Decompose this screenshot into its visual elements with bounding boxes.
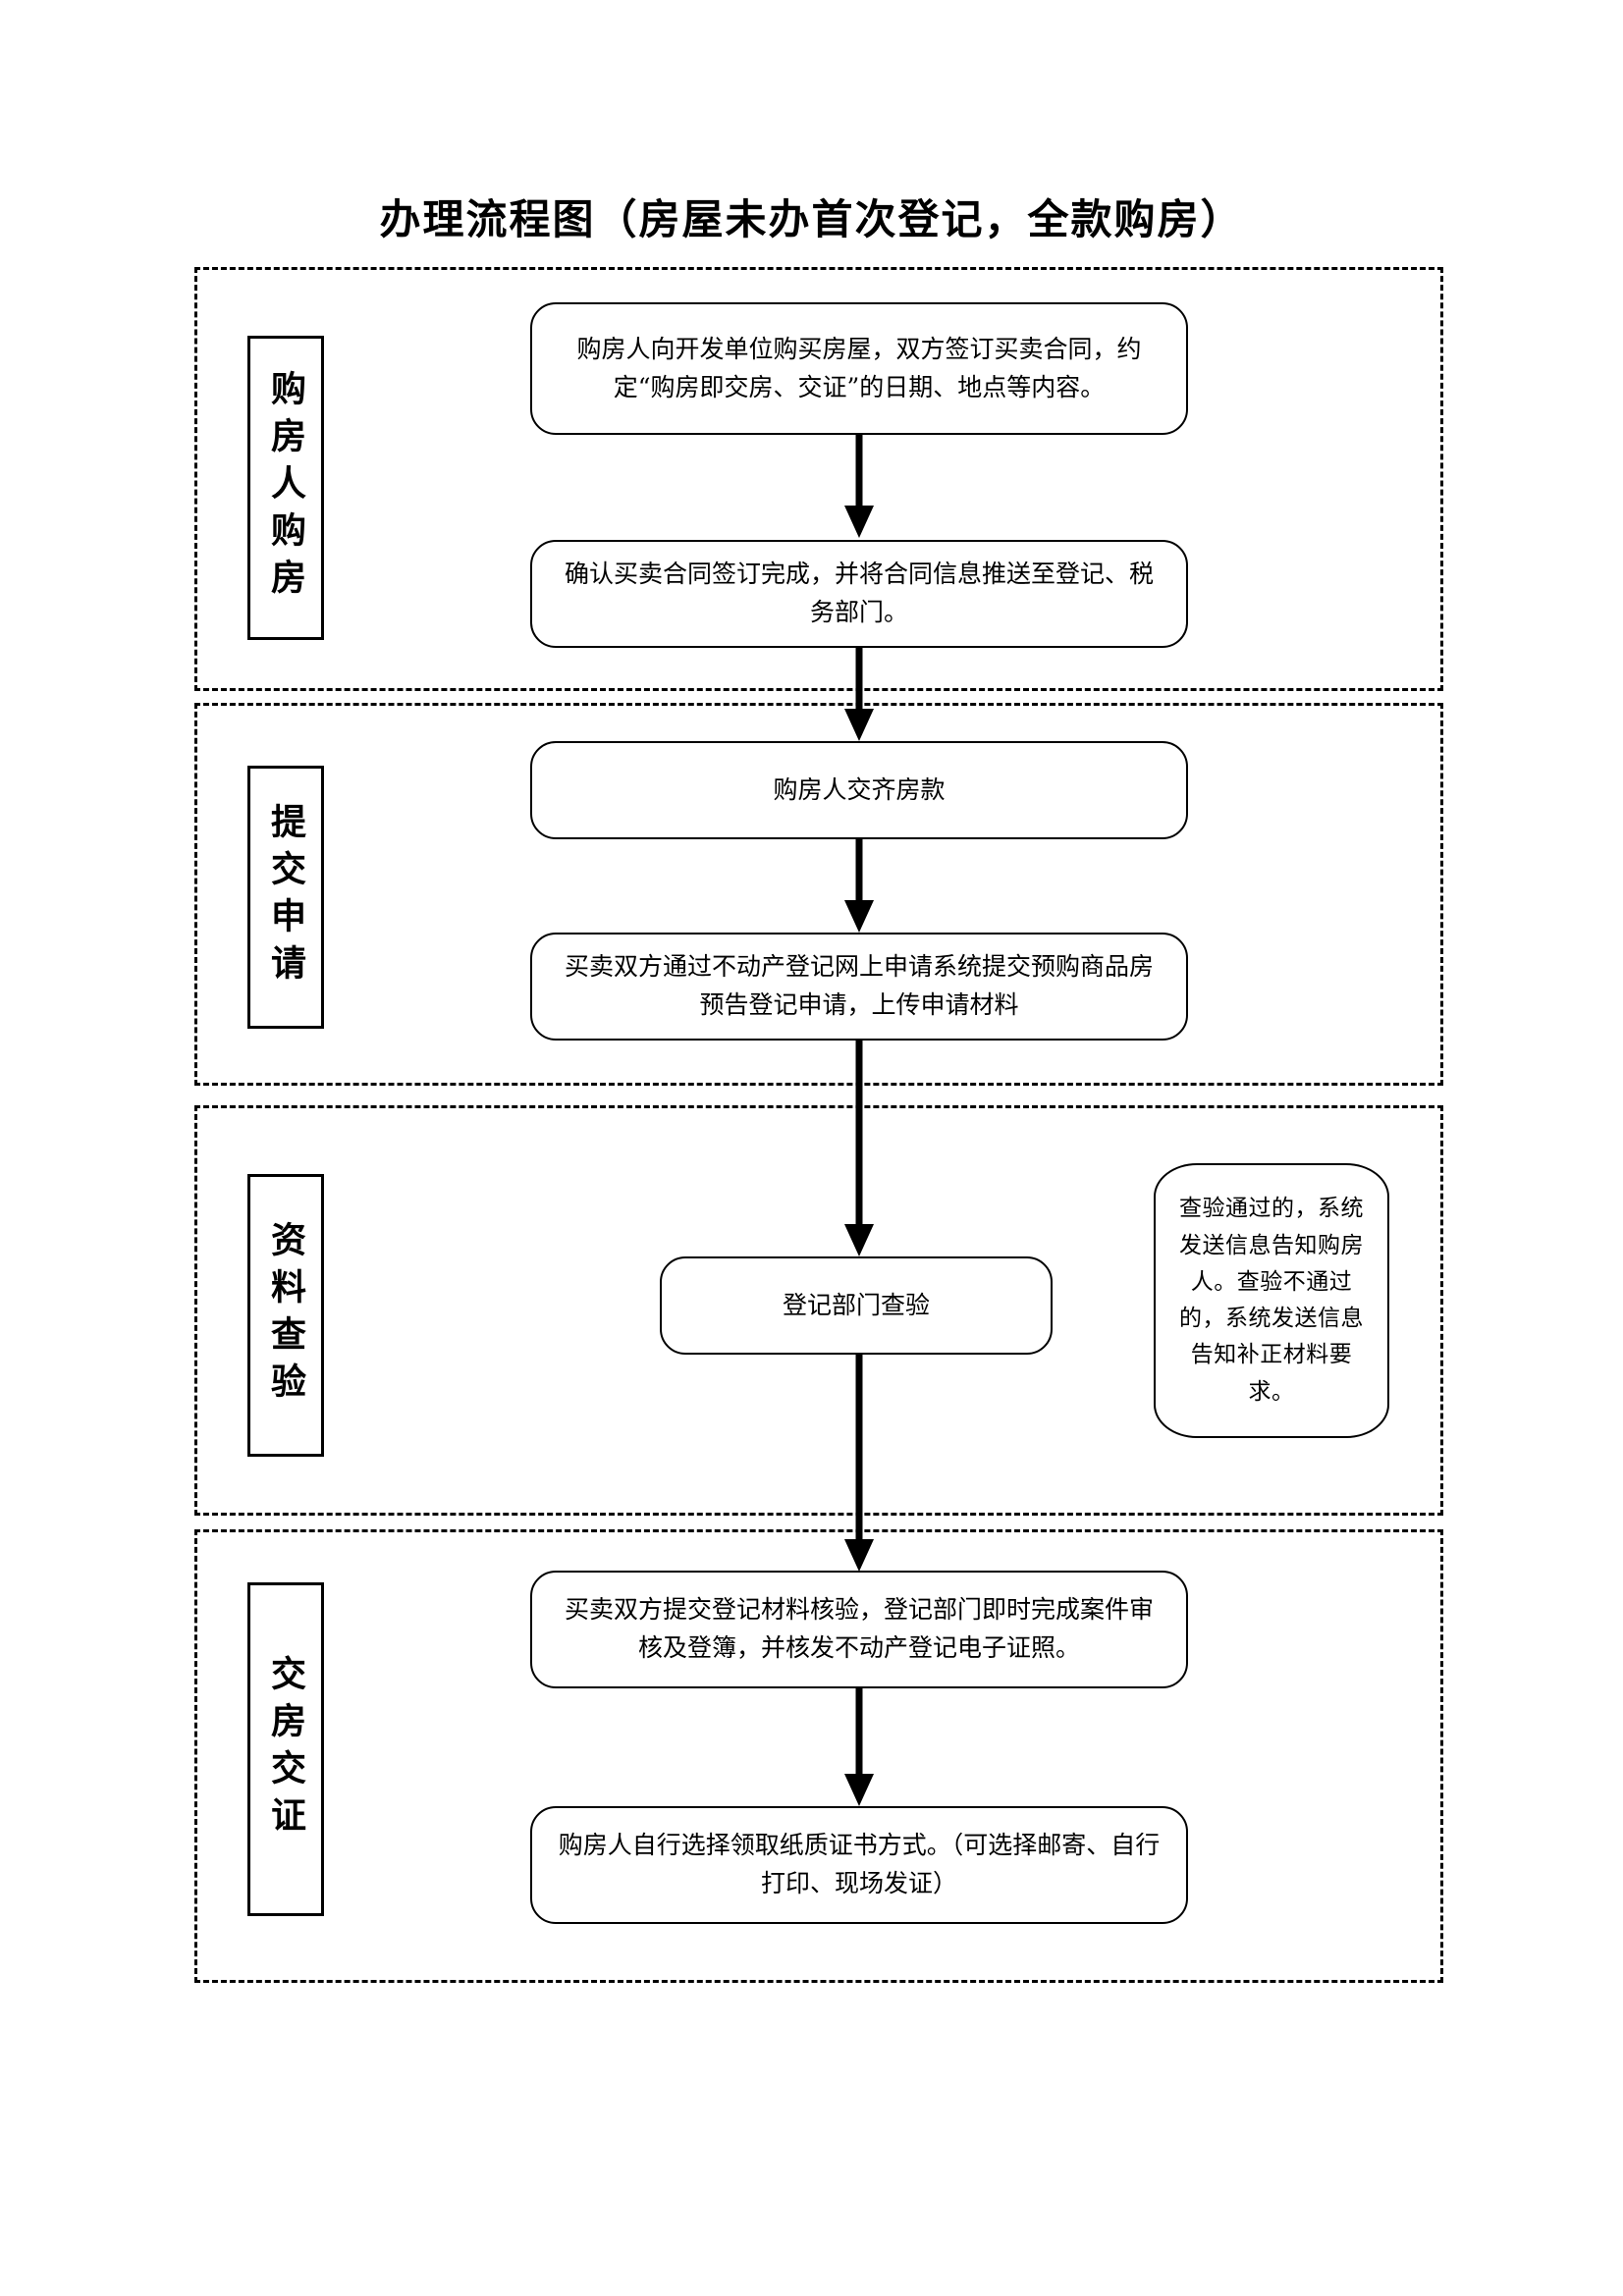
process-node-1: 购房人向开发单位购买房屋，双方签订买卖合同，约定“购房即交房、交证”的日期、地点… — [530, 302, 1188, 435]
process-node-1-text: 购房人向开发单位购买房屋，双方签订买卖合同，约定“购房即交房、交证”的日期、地点… — [576, 334, 1142, 401]
arrow-down-icon — [844, 1041, 874, 1256]
arrow-down-icon — [844, 1355, 874, 1572]
stage-group-4 — [194, 1529, 1443, 1983]
side-note-verification: 查验通过的，系统发送信息告知购房人。查验不通过的，系统发送信息告知补正材料要求。 — [1154, 1163, 1389, 1438]
process-node-5: 登记部门查验 — [660, 1256, 1053, 1355]
process-node-3: 购房人交齐房款 — [530, 741, 1188, 839]
process-node-7-text: 购房人自行选择领取纸质证书方式。（可选择邮寄、自行打印、现场发证） — [558, 1831, 1161, 1897]
connector-1 — [839, 435, 879, 540]
process-node-2-text: 确认买卖合同签订完成，并将合同信息推送至登记、税务部门。 — [564, 560, 1154, 626]
stage-label-4: 交房交证 — [247, 1582, 324, 1916]
side-note-verification-text: 查验通过的，系统发送信息告知购房人。查验不通过的，系统发送信息告知补正材料要求。 — [1179, 1196, 1364, 1405]
stage-group-2 — [194, 703, 1443, 1086]
stage-label-1: 购房人购房 — [247, 336, 324, 640]
stage-group-1 — [194, 267, 1443, 691]
stage-label-3: 资料查验 — [247, 1174, 324, 1457]
stage-group-3 — [194, 1105, 1443, 1516]
process-node-3-text: 购房人交齐房款 — [773, 774, 946, 804]
arrow-down-icon — [844, 435, 874, 538]
process-node-6-text: 买卖双方提交登记材料核验，登记部门即时完成案件审核及登簿，并核发不动产登记电子证… — [564, 1595, 1154, 1662]
process-node-2: 确认买卖合同签订完成，并将合同信息推送至登记、税务部门。 — [530, 540, 1188, 648]
process-node-6: 买卖双方提交登记材料核验，登记部门即时完成案件审核及登簿，并核发不动产登记电子证… — [530, 1571, 1188, 1688]
connector-2 — [839, 648, 879, 743]
stage-label-2: 提交申请 — [247, 766, 324, 1029]
process-node-4-text: 买卖双方通过不动产登记网上申请系统提交预购商品房预告登记申请，上传申请材料 — [564, 952, 1154, 1019]
arrow-down-icon — [844, 1688, 874, 1806]
connector-5 — [839, 1355, 879, 1573]
arrow-down-icon — [844, 648, 874, 741]
arrow-down-icon — [844, 839, 874, 933]
page-title: 办理流程图（房屋未办首次登记，全款购房） — [379, 195, 1244, 243]
process-node-4: 买卖双方通过不动产登记网上申请系统提交预购商品房预告登记申请，上传申请材料 — [530, 933, 1188, 1041]
connector-4 — [839, 1041, 879, 1258]
connector-6 — [839, 1688, 879, 1808]
process-node-7: 购房人自行选择领取纸质证书方式。（可选择邮寄、自行打印、现场发证） — [530, 1806, 1188, 1924]
connector-3 — [839, 839, 879, 934]
process-node-5-text: 登记部门查验 — [782, 1290, 930, 1319]
